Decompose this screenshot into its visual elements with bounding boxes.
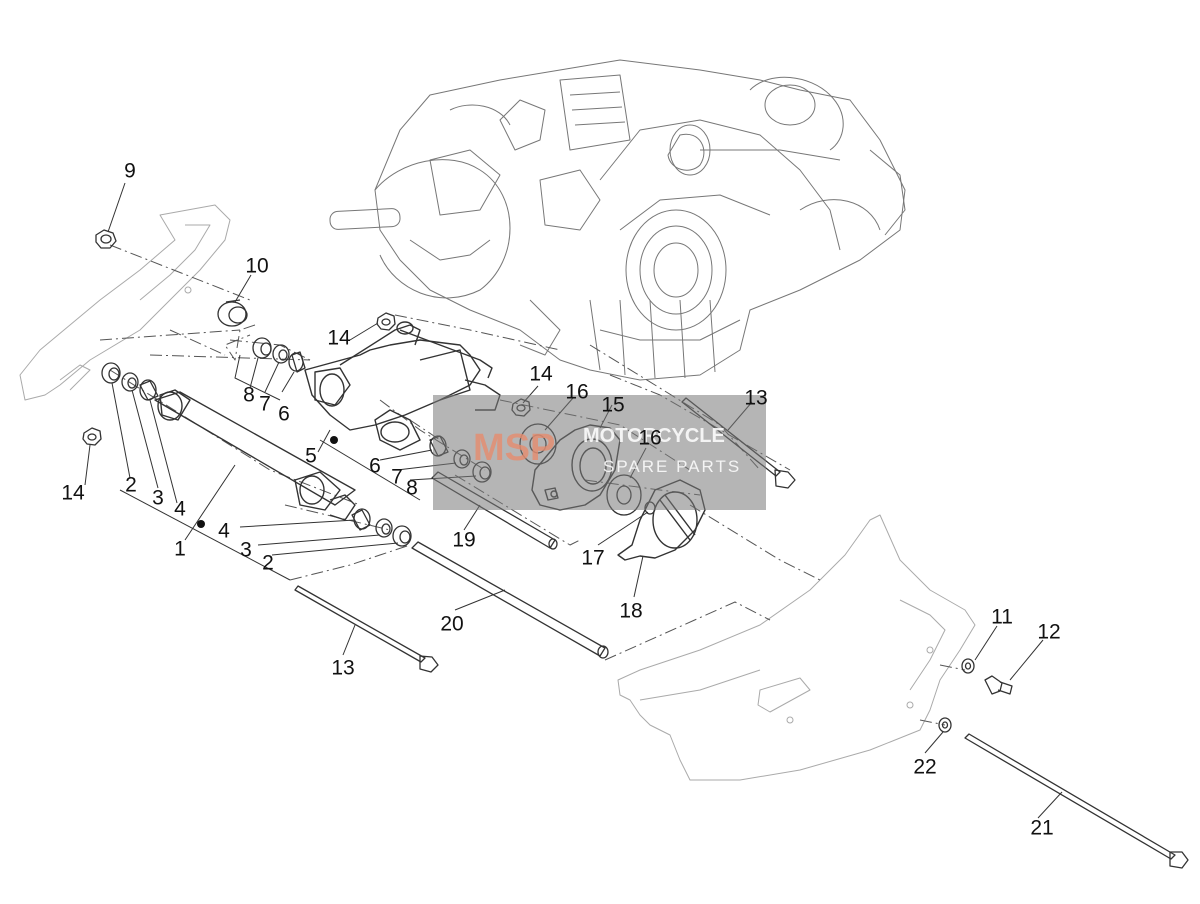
callout-bracket-lines — [119, 354, 421, 581]
callout-14: 14 — [327, 326, 351, 350]
watermark-line1: MOTORCYCLE — [583, 425, 725, 447]
callout-22: 22 — [913, 755, 937, 779]
callout-20: 20 — [440, 612, 464, 636]
bolt-part-13-lower — [294, 585, 439, 673]
callout-2: 2 — [262, 551, 274, 575]
swing-arm-link-part-5 — [304, 321, 501, 451]
watermark-banner: MSP MOTORCYCLE SPARE PARTS — [433, 395, 766, 510]
frame-bracket-left — [19, 204, 231, 401]
callout-7: 7 — [259, 392, 271, 416]
callout-6: 6 — [369, 454, 381, 478]
watermark-line2: SPARE PARTS — [603, 457, 742, 476]
bolt-part-12 — [984, 675, 1013, 695]
nut-part-14-left — [82, 427, 102, 446]
nut-part-14-upper — [376, 312, 396, 331]
callout-11: 11 — [991, 605, 1013, 629]
callout-16: 16 — [638, 426, 662, 450]
callout-3: 3 — [240, 538, 252, 562]
callout-15: 15 — [601, 393, 625, 417]
washer-part-22 — [938, 717, 952, 733]
callout-6: 6 — [278, 402, 290, 426]
callout-13: 13 — [331, 656, 355, 680]
callout-21: 21 — [1030, 816, 1054, 840]
callout-5: 5 — [305, 444, 317, 468]
callout-12: 12 — [1037, 620, 1061, 644]
callout-14: 14 — [61, 481, 85, 505]
callout-18: 18 — [619, 599, 643, 623]
callout-4: 4 — [174, 497, 186, 521]
callout-2: 2 — [125, 473, 137, 497]
marker-dot — [330, 436, 338, 444]
callout-8: 8 — [406, 476, 418, 500]
callout-4: 4 — [218, 519, 230, 543]
callout-14: 14 — [529, 362, 553, 386]
marker-dot — [197, 520, 205, 528]
callout-10: 10 — [245, 254, 269, 278]
callout-16: 16 — [565, 380, 589, 404]
engine-assembly — [329, 59, 906, 381]
pin-part-20 — [411, 541, 609, 659]
bushing-set-lower — [351, 508, 412, 547]
callout-17: 17 — [581, 546, 605, 570]
callout-9: 9 — [124, 159, 136, 183]
swing-arm-tube-part-1 — [154, 389, 356, 521]
callout-3: 3 — [152, 486, 164, 510]
frame-body-right — [617, 514, 976, 781]
washer-part-11 — [961, 658, 975, 674]
bolt-part-21 — [964, 733, 1189, 869]
callout-7: 7 — [391, 465, 403, 489]
bearing-part-10 — [217, 299, 248, 327]
watermark-logo: MSP — [473, 427, 556, 469]
callout-1: 1 — [174, 537, 186, 561]
bushing-set-left — [101, 362, 159, 401]
callout-19: 19 — [452, 528, 476, 552]
bushing-set-upper — [252, 337, 306, 373]
nut-part-9 — [95, 229, 117, 249]
callout-13: 13 — [744, 386, 768, 410]
callout-8: 8 — [243, 383, 255, 407]
